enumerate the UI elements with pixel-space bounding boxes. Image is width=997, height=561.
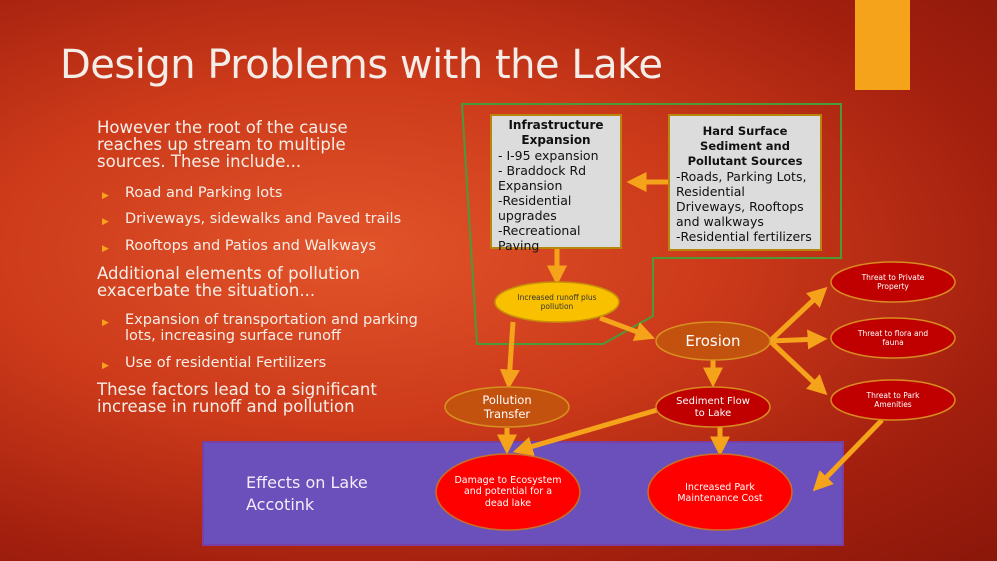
arrow-sediment-to-damage xyxy=(512,407,658,457)
bullet-text: Expansion of transportation and parking … xyxy=(125,312,418,344)
bullet-text: Use of residential Fertilizers xyxy=(125,355,327,371)
runoff-node xyxy=(494,281,620,323)
bullet-icon: ▶ xyxy=(102,361,109,371)
threat-private-label: Threat to Private Property xyxy=(861,273,925,291)
hard-line: -Roads, Parking Lots, Residential Drivew… xyxy=(676,169,807,229)
bullet: ▶ Driveways, sidewalks and Paved trails xyxy=(102,211,402,227)
pollution-node xyxy=(444,386,570,428)
damage-node xyxy=(435,453,581,531)
hard-line: -Residential fertilizers xyxy=(676,229,812,244)
maintenance-label: Increased Park Maintenance Cost xyxy=(677,481,763,504)
intro-text: However the root of the cause reaches up… xyxy=(97,118,348,171)
bullet-text: Road and Parking lots xyxy=(125,185,283,201)
sediment-label: Sediment Flow to Lake xyxy=(676,396,750,419)
pollution-label: Pollution Transfer xyxy=(482,393,532,421)
infra-line: -Recreational Paving xyxy=(498,223,581,253)
infra-line: -Residential upgrades xyxy=(498,193,572,223)
runoff-label: Increased runoff plus pollution xyxy=(517,293,597,311)
bullet-icon: ▶ xyxy=(102,191,109,201)
bullet: ▶ Road and Parking lots xyxy=(102,185,402,201)
bullet-text: Driveways, sidewalks and Paved trails xyxy=(125,211,402,227)
bullet: ▶ Use of residential Fertilizers xyxy=(102,355,402,371)
erosion-node xyxy=(655,321,771,361)
effects-label: Effects on Lake Accotink xyxy=(246,473,368,514)
conclusion-text: These factors lead to a significant incr… xyxy=(97,380,377,416)
bullet-icon: ▶ xyxy=(102,318,109,328)
damage-label: Damage to Ecosystem and potential for a … xyxy=(454,474,562,509)
hard-title: Hard Surface Sediment and Pollutant Sour… xyxy=(687,124,803,168)
threat-park-node xyxy=(830,379,956,421)
bullet: ▶ Expansion of transportation and parking… xyxy=(102,312,422,344)
additional-text: Additional elements of pollution exacerb… xyxy=(97,264,360,300)
slide-title: Design Problems with the Lake xyxy=(60,42,663,88)
bullet-icon: ▶ xyxy=(102,217,109,227)
threat-flora-label: Threat to flora and fauna xyxy=(857,329,929,347)
source-outline xyxy=(460,103,842,345)
arrow-park-to-maintenance xyxy=(812,418,884,492)
bullet-text: Rooftops and Patios and Walkways xyxy=(125,238,377,254)
bullet-icon: ▶ xyxy=(102,244,109,254)
threat-flora-node xyxy=(830,317,956,359)
hard-surface-box: Hard Surface Sediment and Pollutant Sour… xyxy=(668,114,822,251)
infrastructure-box: Infrastructure Expansion - I-95 expansio… xyxy=(490,114,622,253)
threat-park-label: Threat to Park Amenities xyxy=(866,391,920,409)
infra-line: - I-95 expansion xyxy=(498,148,599,163)
arrow-erosion-to-private xyxy=(768,286,828,343)
erosion-label: Erosion xyxy=(685,332,741,350)
accent-bar xyxy=(855,0,910,90)
maintenance-node xyxy=(647,453,793,531)
arrow-erosion-to-flora xyxy=(769,329,828,350)
infra-line: - Braddock Rd Expansion xyxy=(498,163,587,193)
bullet: ▶ Rooftops and Patios and Walkways xyxy=(102,238,402,254)
arrow-erosion-to-park xyxy=(768,339,828,396)
arrow-runoff-to-erosion xyxy=(599,315,656,341)
threat-private-node xyxy=(830,261,956,303)
sediment-node xyxy=(655,386,771,428)
infra-title: Infrastructure Expansion xyxy=(508,118,604,147)
arrow-runoff-to-pollution xyxy=(499,321,520,390)
